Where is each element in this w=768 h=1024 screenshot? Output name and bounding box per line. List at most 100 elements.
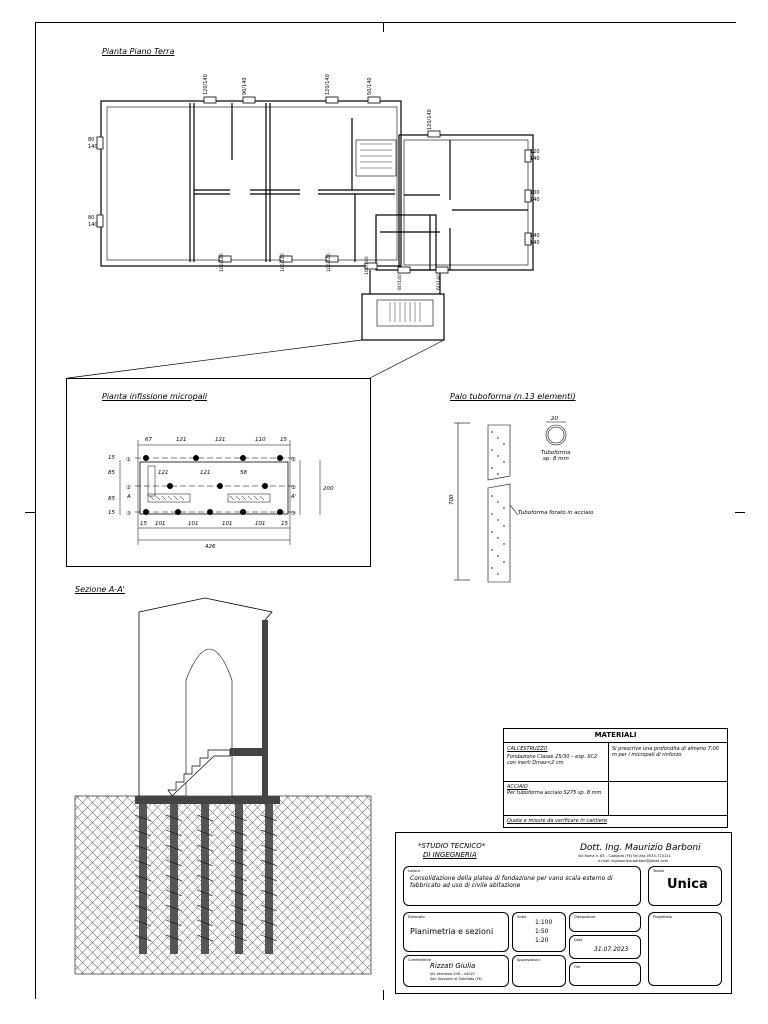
client-address-1: Via Vermena 206 – 44021 bbox=[430, 972, 476, 976]
engineer-address: Via Roma n. 83 – Codigoro (FE) tel./fax … bbox=[578, 854, 671, 858]
steel-text: Per tuboforma acciaio S275 sp. 8 mm bbox=[507, 790, 602, 796]
lavoro-cell: Lavoro Consolidazione della platea di fo… bbox=[403, 866, 641, 906]
svg-text:100: 100 bbox=[530, 190, 540, 196]
floor-plan-title: Pianta Piano Terra bbox=[102, 47, 175, 56]
row-mark-1r: ① bbox=[291, 457, 296, 463]
scale-3: 1:20 bbox=[535, 937, 549, 944]
concrete-heading: CALCESTRUZZO bbox=[507, 746, 548, 752]
row-mark-3r: ③ bbox=[291, 511, 296, 517]
section-title: Sezione A-A' bbox=[75, 585, 125, 594]
perforation-pattern bbox=[491, 431, 505, 575]
svg-text:140: 140 bbox=[530, 156, 540, 162]
svg-text:80/140: 80/140 bbox=[397, 274, 403, 290]
elaborato-text: Planimetria e sezioni bbox=[410, 927, 494, 936]
studio-subtitle: DI INGEGNERIA bbox=[423, 851, 477, 859]
dim-bot-3: 101 bbox=[188, 521, 199, 527]
scala-label: Scala bbox=[517, 915, 527, 919]
tavola-text: Unica bbox=[667, 877, 708, 892]
perforated-label: Tuboforma forato in acciaio bbox=[518, 510, 594, 516]
committente-cell: Committente Rizzati Giulia Via Vermena 2… bbox=[403, 955, 509, 987]
progettista-label: Progettista bbox=[653, 915, 672, 919]
dim-bot-1: 15 bbox=[140, 521, 147, 527]
dim-top-4: 110 bbox=[255, 437, 266, 443]
svg-text:140: 140 bbox=[88, 222, 98, 228]
dim-top-3: 121 bbox=[215, 437, 226, 443]
disegnatore-label: Disegnatore bbox=[574, 915, 596, 919]
border-tick-top bbox=[383, 22, 384, 32]
client-address-2: San Giovanni di Ostellato (FE) bbox=[430, 977, 483, 981]
row-mark-2: ② bbox=[126, 484, 131, 491]
scala-cell: Scala 1:100 1:50 1:20 bbox=[512, 912, 566, 952]
tavola-label: Tavola bbox=[653, 869, 665, 873]
svg-text:90/140: 90/140 bbox=[242, 77, 248, 95]
scale-2: 1:50 bbox=[535, 928, 549, 935]
dim-mid-3: 58 bbox=[240, 470, 247, 476]
engineer-email: e-mail: ingmaurizio.barboni@gmail.com bbox=[598, 859, 668, 863]
dim-mid-2: 121 bbox=[200, 470, 211, 476]
tube-label: Tuboforma bbox=[541, 450, 571, 456]
section-mark-a: A bbox=[126, 494, 131, 500]
date-value: 31.07.2023 bbox=[594, 946, 629, 953]
svg-text:140: 140 bbox=[88, 144, 98, 150]
row-mark-1: ① bbox=[126, 457, 131, 463]
svg-text:120/140: 120/140 bbox=[427, 109, 433, 130]
concrete-text: Fondazione Classe 25/30 – esp. XC2 con i… bbox=[507, 754, 598, 766]
elaborato-cell: Elaborato Planimetria e sezioni bbox=[403, 912, 509, 952]
client-name: Rizzati Giulia bbox=[430, 962, 476, 970]
depth-note: Si prescrive una profondità di almeno 7,… bbox=[612, 746, 719, 758]
dim-side-2: 85 bbox=[108, 470, 115, 476]
tube-thickness: sp. 8 mm bbox=[543, 456, 569, 462]
section-mark-a-prime: A' bbox=[290, 494, 296, 500]
tavola-cell: Tavola Unica bbox=[648, 866, 722, 906]
scale-1: 1:100 bbox=[535, 919, 553, 926]
dim-top-5: 15 bbox=[280, 437, 287, 443]
data-cell: Data 31.07.2023 bbox=[569, 935, 641, 959]
committente-label: Committente bbox=[408, 958, 432, 962]
data-label: Data bbox=[574, 938, 583, 942]
micropile-detail-box bbox=[66, 378, 371, 567]
pile-title: Palo tuboforma (n.13 elementi) bbox=[450, 392, 576, 401]
materials-footer: Quote e misure da verificare in cantiere bbox=[507, 818, 607, 824]
svg-text:140: 140 bbox=[530, 233, 540, 239]
svg-text:120/140: 120/140 bbox=[203, 74, 209, 95]
dim-bot-6: 15 bbox=[281, 521, 288, 527]
file-cell: File bbox=[569, 962, 641, 986]
svg-text:80: 80 bbox=[88, 137, 94, 143]
dim-top-1: 67 bbox=[145, 437, 152, 443]
row-mark-2r: ② bbox=[291, 484, 296, 491]
dim-bot-2: 101 bbox=[155, 521, 166, 527]
dim-bot-4: 101 bbox=[222, 521, 233, 527]
approvazioni-label: Approvazioni bbox=[517, 958, 540, 962]
svg-text:100/140: 100/140 bbox=[364, 256, 370, 275]
dim-side-3: 85 bbox=[108, 496, 115, 502]
materials-table: MATERIALI CALCESTRUZZO Fondazione Classe… bbox=[503, 728, 728, 828]
file-label: File bbox=[574, 965, 580, 969]
border-tick-right bbox=[735, 512, 745, 513]
pile-length: 700 bbox=[449, 494, 455, 505]
lavoro-label: Lavoro bbox=[408, 869, 420, 873]
svg-text:100/140: 100/140 bbox=[326, 253, 332, 272]
dim-mid-1: 121 bbox=[158, 470, 169, 476]
svg-text:100/140: 100/140 bbox=[280, 253, 286, 272]
border-tick-bottom bbox=[383, 990, 384, 1000]
svg-text:100/140: 100/140 bbox=[219, 253, 225, 272]
studio-name: *STUDIO TECNICO* bbox=[418, 842, 486, 850]
approvazioni-cell: Approvazioni bbox=[512, 955, 566, 987]
svg-text:140: 140 bbox=[530, 240, 540, 246]
materials-title: MATERIALI bbox=[594, 731, 637, 739]
border-tick-left bbox=[25, 512, 35, 513]
svg-text:140: 140 bbox=[530, 197, 540, 203]
lavoro-text: Consolidazione della platea di fondazion… bbox=[410, 875, 613, 889]
svg-text:120: 120 bbox=[530, 149, 540, 155]
svg-text:120/140: 120/140 bbox=[325, 74, 331, 95]
row-mark-3: ③ bbox=[126, 511, 131, 517]
drawing-sheet bbox=[35, 22, 736, 999]
micropiles bbox=[139, 804, 273, 954]
dim-side-1: 15 bbox=[108, 455, 115, 461]
steel-heading: ACCIAIO bbox=[507, 784, 528, 790]
micropile-plan-title: Pianta infissione micropali bbox=[102, 392, 208, 401]
